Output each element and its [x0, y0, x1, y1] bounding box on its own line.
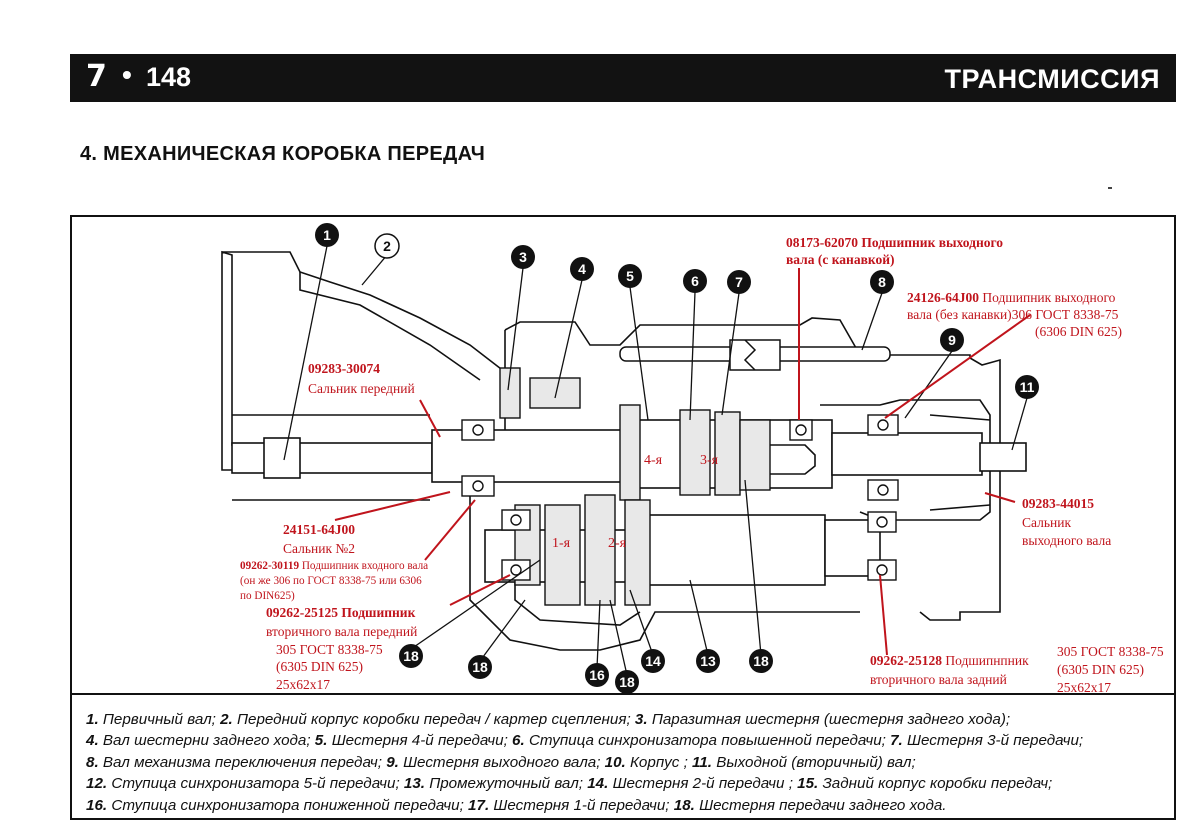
annotation-09283-44015-line1: Сальник [1022, 515, 1071, 530]
legend-item-1: 1. Первичный вал; [86, 711, 221, 728]
legend-item-18: 18. Шестерня передачи заднего хода. [673, 796, 947, 814]
legend-item-3: 3. Паразитная шестерня (шестерня заднего… [634, 711, 1011, 728]
annotation-09283-30074-desc: Сальник передний [308, 381, 415, 396]
callout-8: 8 [870, 270, 894, 294]
annotation-09283-44015: 09283-44015 [1022, 496, 1094, 511]
svg-text:2: 2 [383, 238, 391, 254]
chapter-number: 7 [86, 59, 107, 94]
callout-14: 14 [641, 649, 665, 673]
callout-18c: 18 [468, 655, 492, 679]
annotation-09262-25125-line2: 305 ГОСТ 8338-75 [276, 642, 383, 657]
svg-text:5: 5 [626, 268, 634, 284]
callout-18d: 18 [399, 644, 423, 668]
callout-13: 13 [696, 649, 720, 673]
callout-7: 7 [727, 270, 751, 294]
svg-text:18: 18 [403, 648, 419, 664]
bearings [461, 414, 899, 581]
svg-text:9: 9 [948, 332, 956, 348]
svg-text:4: 4 [578, 261, 586, 277]
svg-text:13: 13 [700, 653, 716, 669]
legend-item-5: 5. Шестерня 4-й передачи; [314, 732, 513, 750]
callout-18a: 18 [615, 670, 639, 694]
page-number: 148 [146, 62, 192, 92]
shift-rod [619, 339, 891, 371]
legend-item-15: 15. Задний корпус коробки передач; [797, 775, 1053, 793]
svg-text:18: 18 [472, 659, 488, 675]
svg-text:7: 7 [735, 274, 743, 290]
callout-6: 6 [683, 269, 707, 293]
figure-legend: 1. Первичный вал; 2. Передний корпус кор… [86, 709, 1171, 816]
annotation-09262-25125-line3: (6305 DIN 625) [276, 659, 363, 674]
page-header-bar: 7 • 148 ТРАНСМИССИЯ [70, 54, 1176, 102]
section-title: ТРАНСМИССИЯ [944, 64, 1160, 94]
header-separator: • [122, 59, 132, 90]
callout-4: 4 [570, 257, 594, 281]
annotation-09262-30119-line3: по DIN625) [240, 590, 295, 602]
svg-text:6: 6 [691, 273, 699, 289]
annotation-09262-25128-line2: вторичного вала задний [870, 672, 1007, 687]
annotation-305-line1: 305 ГОСТ 8338-75 [1057, 644, 1164, 659]
annotation-24126-line2: вала (без канавки)306 ГОСТ 8338-75 [907, 307, 1119, 322]
annotation-09262-25125-line1: вторичного вала передний [266, 624, 417, 639]
legend-item-17: 17. Шестерня 1-й передачи; [468, 796, 674, 814]
gear-label-1: 1-я [552, 536, 571, 551]
svg-text:16: 16 [589, 667, 605, 683]
svg-text:18: 18 [619, 674, 635, 690]
legend-item-2: 2. Передний корпус коробки передач / кар… [220, 711, 635, 728]
legend-item-9: 9. Шестерня выходного вала; [386, 753, 605, 771]
svg-text:18: 18 [753, 653, 769, 669]
annotation-08173-62070-desc: вала (с канавкой) [786, 252, 895, 267]
legend-item-12: 12. Ступица синхронизатора 5-й передачи; [86, 775, 404, 793]
callout-1: 1 [315, 223, 339, 247]
annotation-24126-line4: (6306 DIN 625) [1035, 324, 1122, 339]
callout-leaders [283, 245, 1028, 676]
legend-item-13: 13. Промежуточный вал; [403, 775, 588, 793]
svg-text:1: 1 [323, 227, 331, 243]
gear-blocks [499, 367, 771, 606]
figure-frame [70, 215, 1176, 820]
figure-divider [70, 693, 1176, 695]
legend-item-7: 7. Шестерня 3-й передачи; [890, 732, 1084, 750]
annotation-24151-64J00: 24151-64J00 [283, 522, 355, 537]
svg-text:3: 3 [519, 249, 527, 265]
legend-item-16: 16. Ступица синхронизатора пониженной пе… [86, 796, 469, 814]
annotation-305-line3: 25х62х17 [1057, 680, 1111, 695]
callout-11: 11 [1015, 375, 1039, 399]
callout-18b: 18 [749, 649, 773, 673]
svg-text:11: 11 [1020, 379, 1035, 395]
page-heading: 4. МЕХАНИЧЕСКАЯ КОРОБКА ПЕРЕДАЧ [80, 143, 486, 165]
annotation-09262-25125-line4: 25х62х17 [276, 677, 330, 692]
annotation-09262-25128: 09262-25128 Подшипнпник [870, 653, 1029, 668]
annotation-24151-64J00-desc: Сальник №2 [283, 541, 355, 556]
legend-item-10: 10. Корпус ; [604, 753, 693, 771]
annotation-24126-64J00: 24126-64J00 Подшипник выходного [907, 290, 1116, 305]
legend-item-6: 6. Ступица синхронизатора повышенной пер… [512, 732, 891, 750]
gear-label-3: 3-я [700, 453, 719, 468]
annotation-leaders [334, 268, 1031, 656]
scan-speck [1108, 187, 1112, 189]
svg-text:8: 8 [878, 274, 886, 290]
callout-9: 9 [940, 328, 964, 352]
gear-label-2: 2-я [608, 536, 627, 551]
annotation-09262-25125: 09262-25125 Подшипник [266, 605, 416, 620]
legend-item-4: 4. Вал шестерни заднего хода; [86, 732, 315, 750]
legend-item-11: 11. Выходной (вторичный) вал; [692, 753, 916, 771]
annotation-09283-30074: 09283-30074 [308, 361, 380, 376]
callout-2: 2 [374, 233, 400, 259]
annotation-305-line2: (6305 DIN 625) [1057, 662, 1144, 677]
annotation-09262-30119: 09262-30119 Подшипник входного вала [240, 560, 428, 572]
svg-text:14: 14 [645, 653, 661, 669]
legend-item-8: 8. Вал механизма переключения передач; [86, 753, 387, 771]
annotation-09283-44015-line2: выходного вала [1022, 533, 1111, 548]
annotation-08173-62070: 08173-62070 Подшипник выходного [786, 235, 1003, 250]
callout-16: 16 [585, 663, 609, 687]
callout-5: 5 [618, 264, 642, 288]
legend-item-14: 14. Шестерня 2-й передачи ; [587, 775, 798, 793]
callout-3: 3 [511, 245, 535, 269]
annotation-09262-30119-line2: (он же 306 по ГОСТ 8338-75 или 6306 [240, 575, 422, 587]
gear-label-4: 4-я [644, 453, 663, 468]
